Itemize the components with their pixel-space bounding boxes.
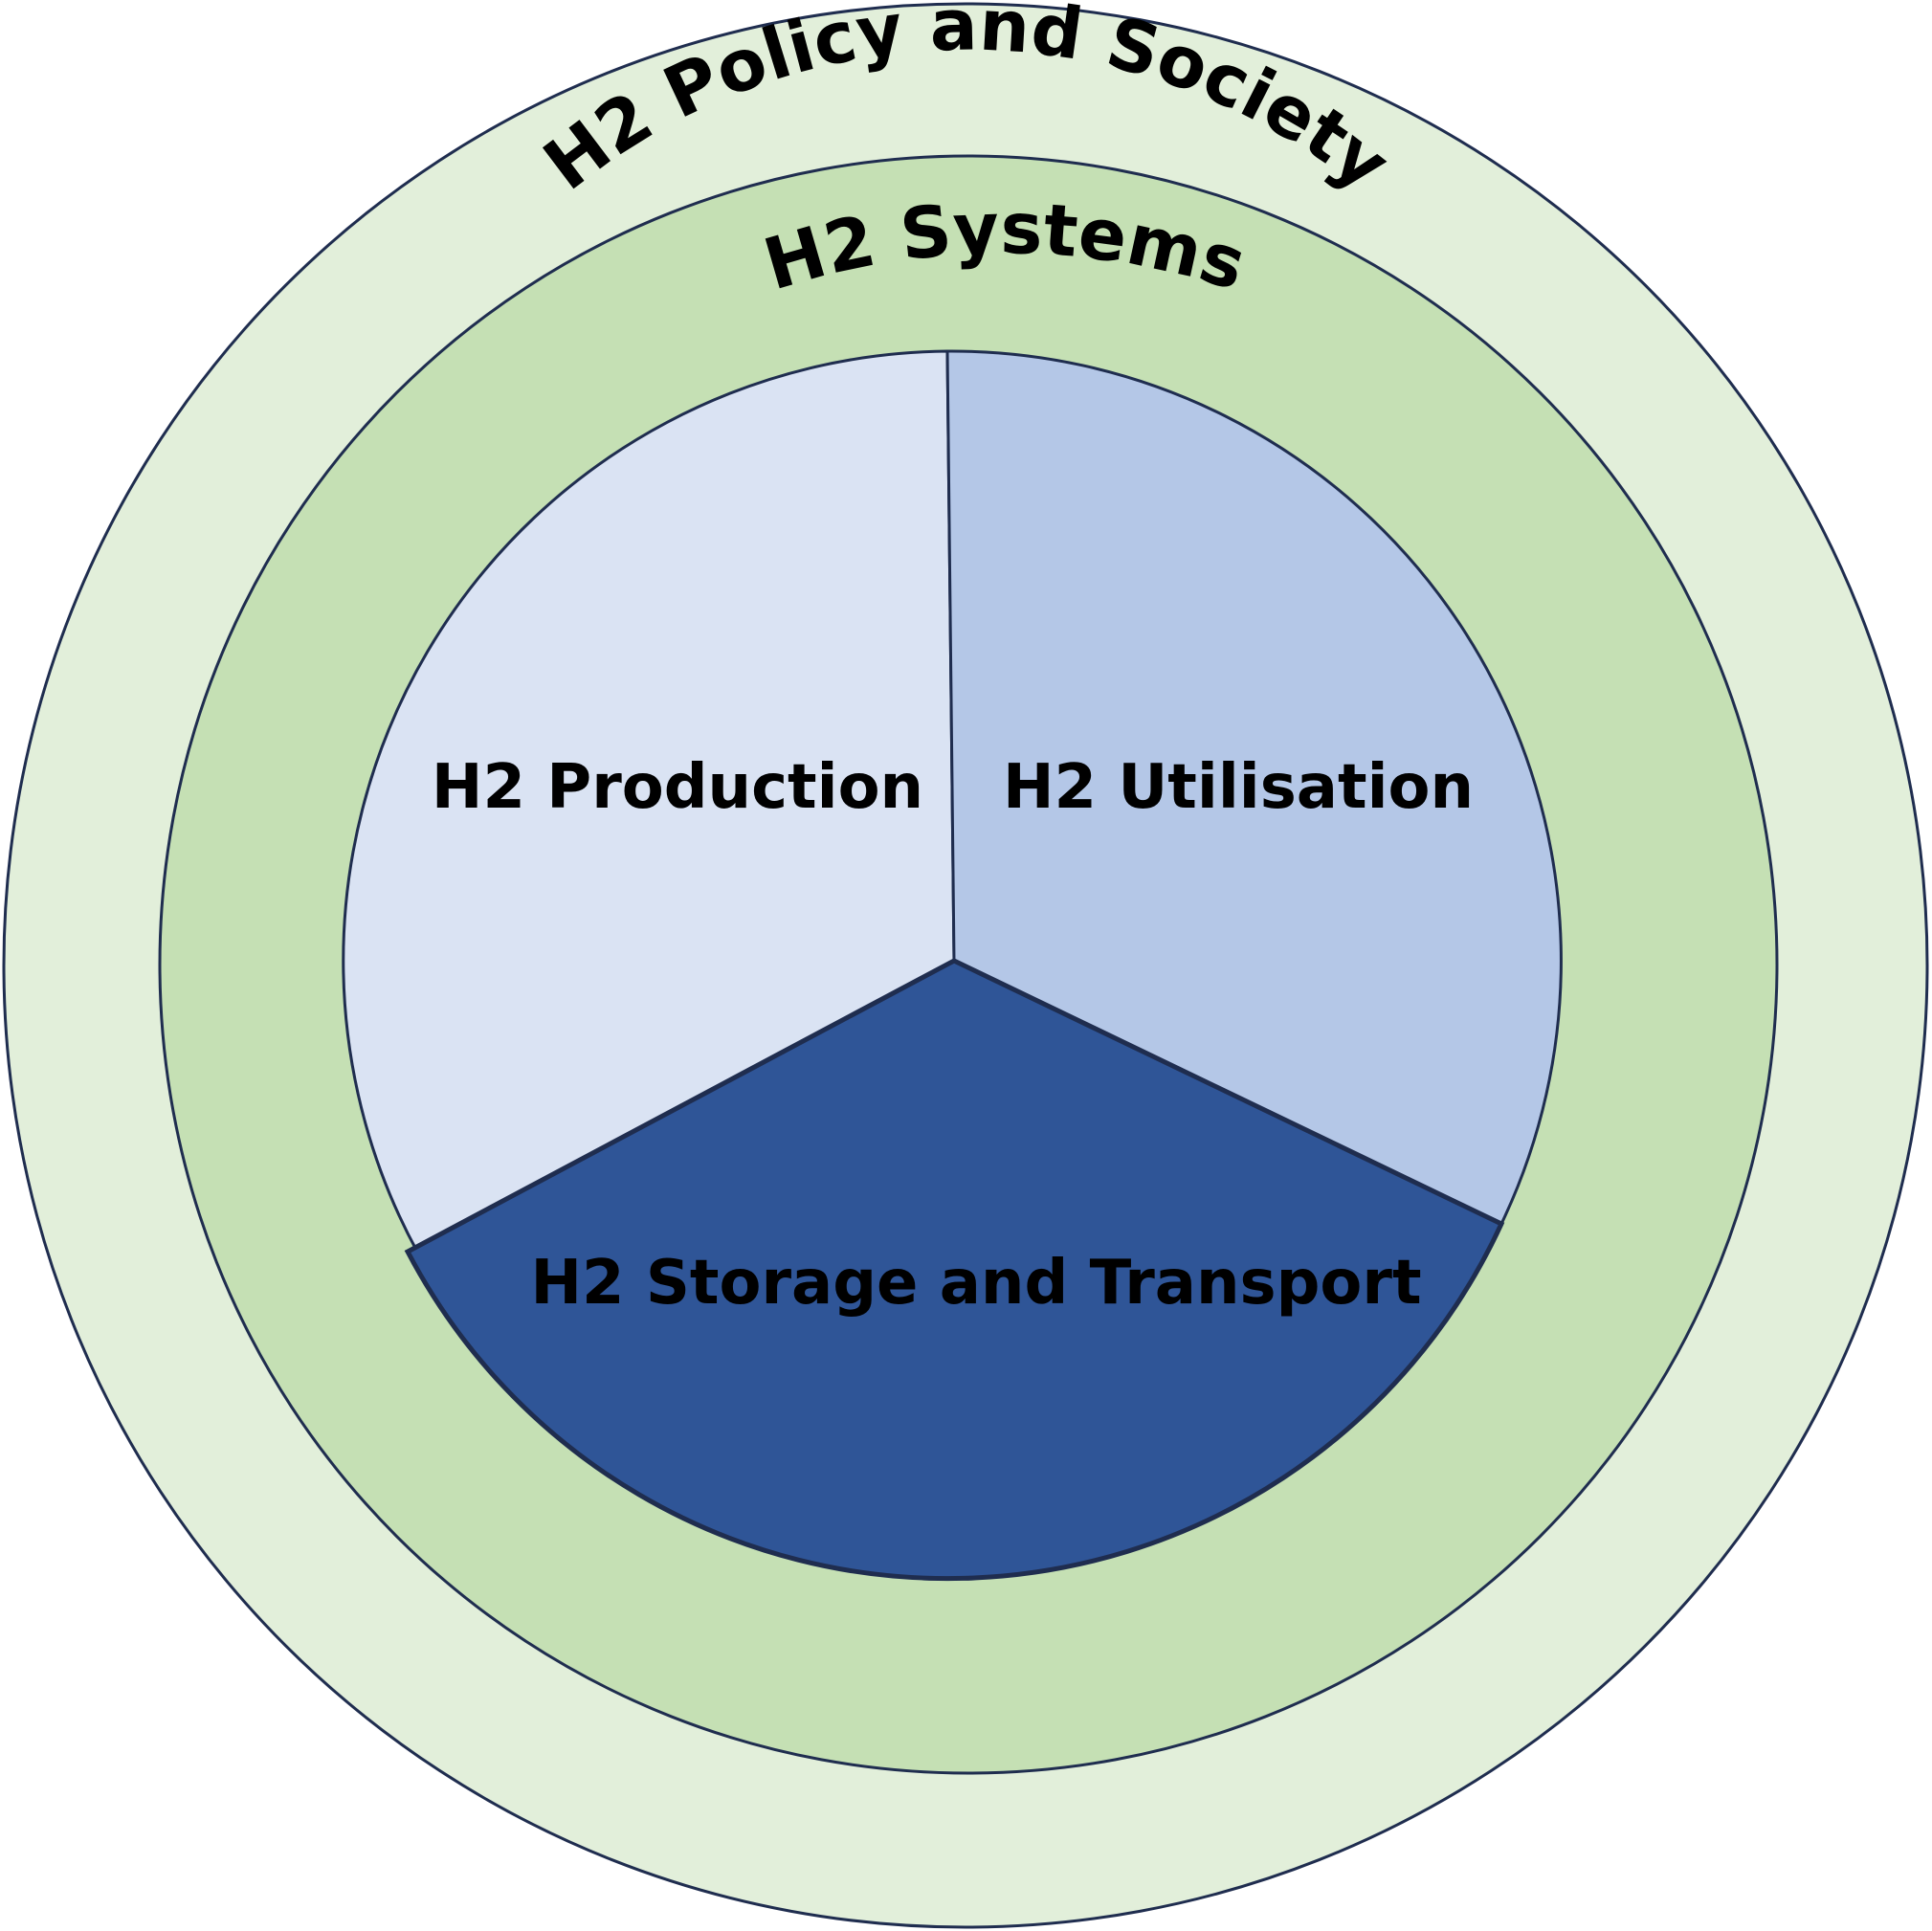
sector-utilisation	[945, 349, 1563, 1227]
sector-production-label: H2 Production	[432, 752, 923, 823]
sector-production	[342, 349, 956, 1254]
sector-storage-transport-label: H2 Storage and Transport	[530, 1248, 1421, 1319]
sector-storage-transport	[404, 958, 1505, 1582]
sector-utilisation-label: H2 Utilisation	[1003, 752, 1474, 823]
